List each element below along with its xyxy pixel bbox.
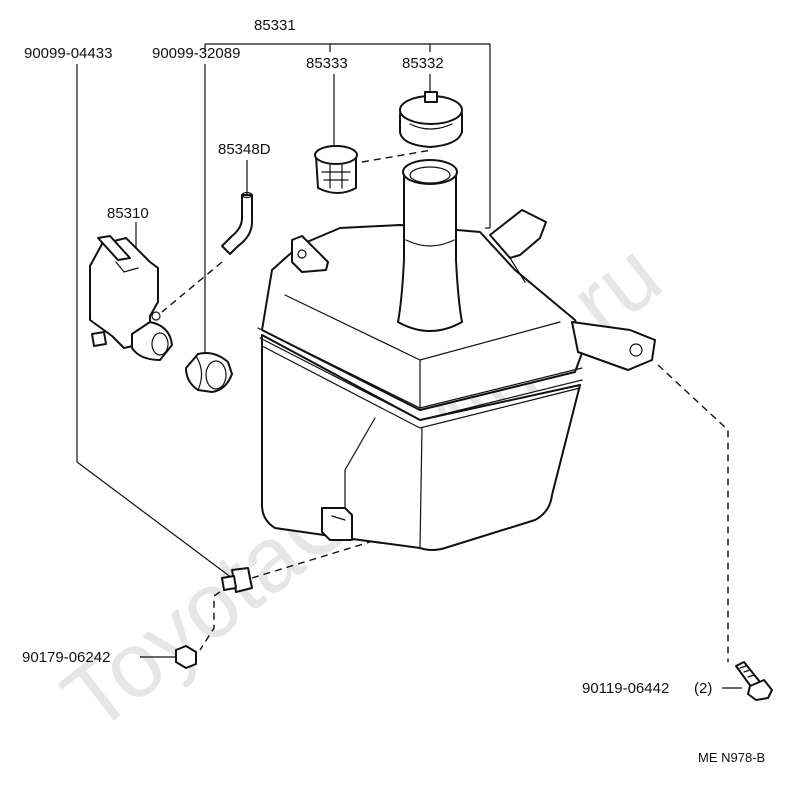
nut — [175, 645, 197, 669]
part-labels: 85331 90099-04433 90099-32089 85333 8533… — [22, 17, 765, 765]
strainer — [314, 145, 358, 194]
tank-cap — [399, 91, 463, 148]
label-pump: 85310 — [107, 205, 149, 222]
clip — [221, 567, 253, 593]
assembly-bracket — [204, 43, 491, 229]
diagram-code: ME N978-B — [698, 750, 765, 765]
grommet — [185, 352, 233, 393]
washer-tank — [257, 159, 656, 551]
dashed-lines — [161, 149, 729, 662]
label-hose: 85348D — [218, 141, 271, 158]
label-hose-clip-left: 90099-04433 — [24, 45, 112, 62]
label-hose-clip-right: 90099-32089 — [152, 45, 240, 62]
label-assembly: 85331 — [254, 17, 296, 34]
bolt — [735, 661, 773, 701]
label-nut: 90179-06242 — [22, 649, 110, 666]
label-bolt: 90119-06442 — [582, 680, 669, 697]
label-strainer: 85333 — [306, 55, 348, 72]
hose — [221, 191, 253, 255]
label-bolt-qty: (2) — [694, 680, 712, 697]
label-cap: 85332 — [402, 55, 444, 72]
washer-pump — [89, 235, 173, 361]
